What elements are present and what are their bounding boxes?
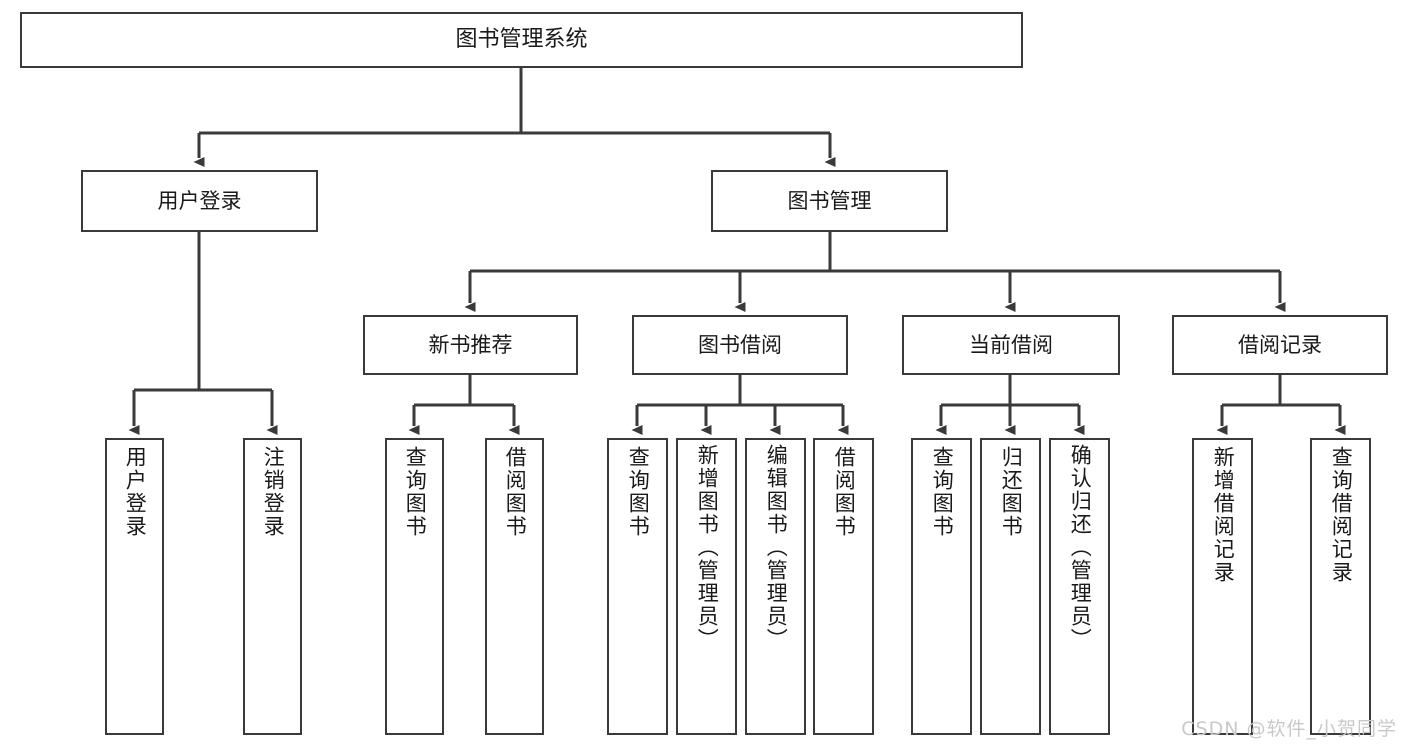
- node-label: 编辑图书（管理员）: [764, 444, 789, 651]
- node-label: 图书管理: [787, 188, 872, 213]
- leaf-borrow-edit-book-admin[interactable]: 编辑图书（管理员）: [745, 438, 806, 735]
- leaf-borrow-query-book[interactable]: 查询图书: [607, 438, 668, 735]
- node-label: 查询借阅记录: [1329, 446, 1354, 584]
- node-label: 用户登录: [123, 446, 148, 538]
- node-label: 借阅图书: [503, 446, 528, 538]
- watermark-text: CSDN @软件_小贺同学: [1181, 718, 1397, 740]
- leaf-borrow-add-book-admin[interactable]: 新增图书（管理员）: [676, 438, 737, 735]
- leaf-current-return-book[interactable]: 归还图书: [980, 438, 1041, 735]
- node-book-borrow[interactable]: 图书借阅: [632, 315, 848, 375]
- node-label: 确认归还（管理员）: [1068, 444, 1093, 651]
- node-label: 查询图书: [930, 446, 955, 538]
- node-book-management[interactable]: 图书管理: [711, 170, 948, 232]
- node-label: 查询图书: [626, 446, 651, 538]
- leaf-user-login-signout[interactable]: 注销登录: [243, 438, 302, 735]
- node-label: 用户登录: [157, 188, 242, 213]
- node-label: 图书借阅: [698, 332, 782, 357]
- node-label: 新书推荐: [428, 332, 513, 357]
- node-label: 新增借阅记录: [1211, 446, 1236, 584]
- node-root-book-management-system[interactable]: 图书管理系统: [20, 12, 1023, 68]
- leaf-user-login-signin[interactable]: 用户登录: [105, 438, 164, 735]
- node-label: 借阅图书: [832, 446, 857, 538]
- leaf-borrow-borrow-book[interactable]: 借阅图书: [813, 438, 874, 735]
- node-label: 注销登录: [261, 446, 286, 538]
- node-user-login[interactable]: 用户登录: [81, 170, 318, 232]
- leaf-recommend-query-book[interactable]: 查询图书: [385, 438, 444, 735]
- node-label: 新增图书（管理员）: [695, 444, 720, 651]
- node-current-borrow[interactable]: 当前借阅: [902, 315, 1120, 375]
- leaf-record-query-borrow-record[interactable]: 查询借阅记录: [1310, 438, 1371, 735]
- leaf-current-confirm-return-admin[interactable]: 确认归还（管理员）: [1049, 438, 1110, 735]
- leaf-recommend-borrow-book[interactable]: 借阅图书: [485, 438, 544, 735]
- node-new-book-recommend[interactable]: 新书推荐: [363, 315, 578, 375]
- leaf-record-add-borrow-record[interactable]: 新增借阅记录: [1192, 438, 1253, 735]
- node-borrow-record[interactable]: 借阅记录: [1172, 315, 1388, 375]
- leaf-current-query-book[interactable]: 查询图书: [911, 438, 972, 735]
- node-label: 借阅记录: [1238, 332, 1322, 357]
- node-label: 当前借阅: [969, 332, 1053, 357]
- node-label: 查询图书: [403, 446, 428, 538]
- node-label: 归还图书: [999, 446, 1024, 538]
- node-label: 图书管理系统: [455, 27, 588, 53]
